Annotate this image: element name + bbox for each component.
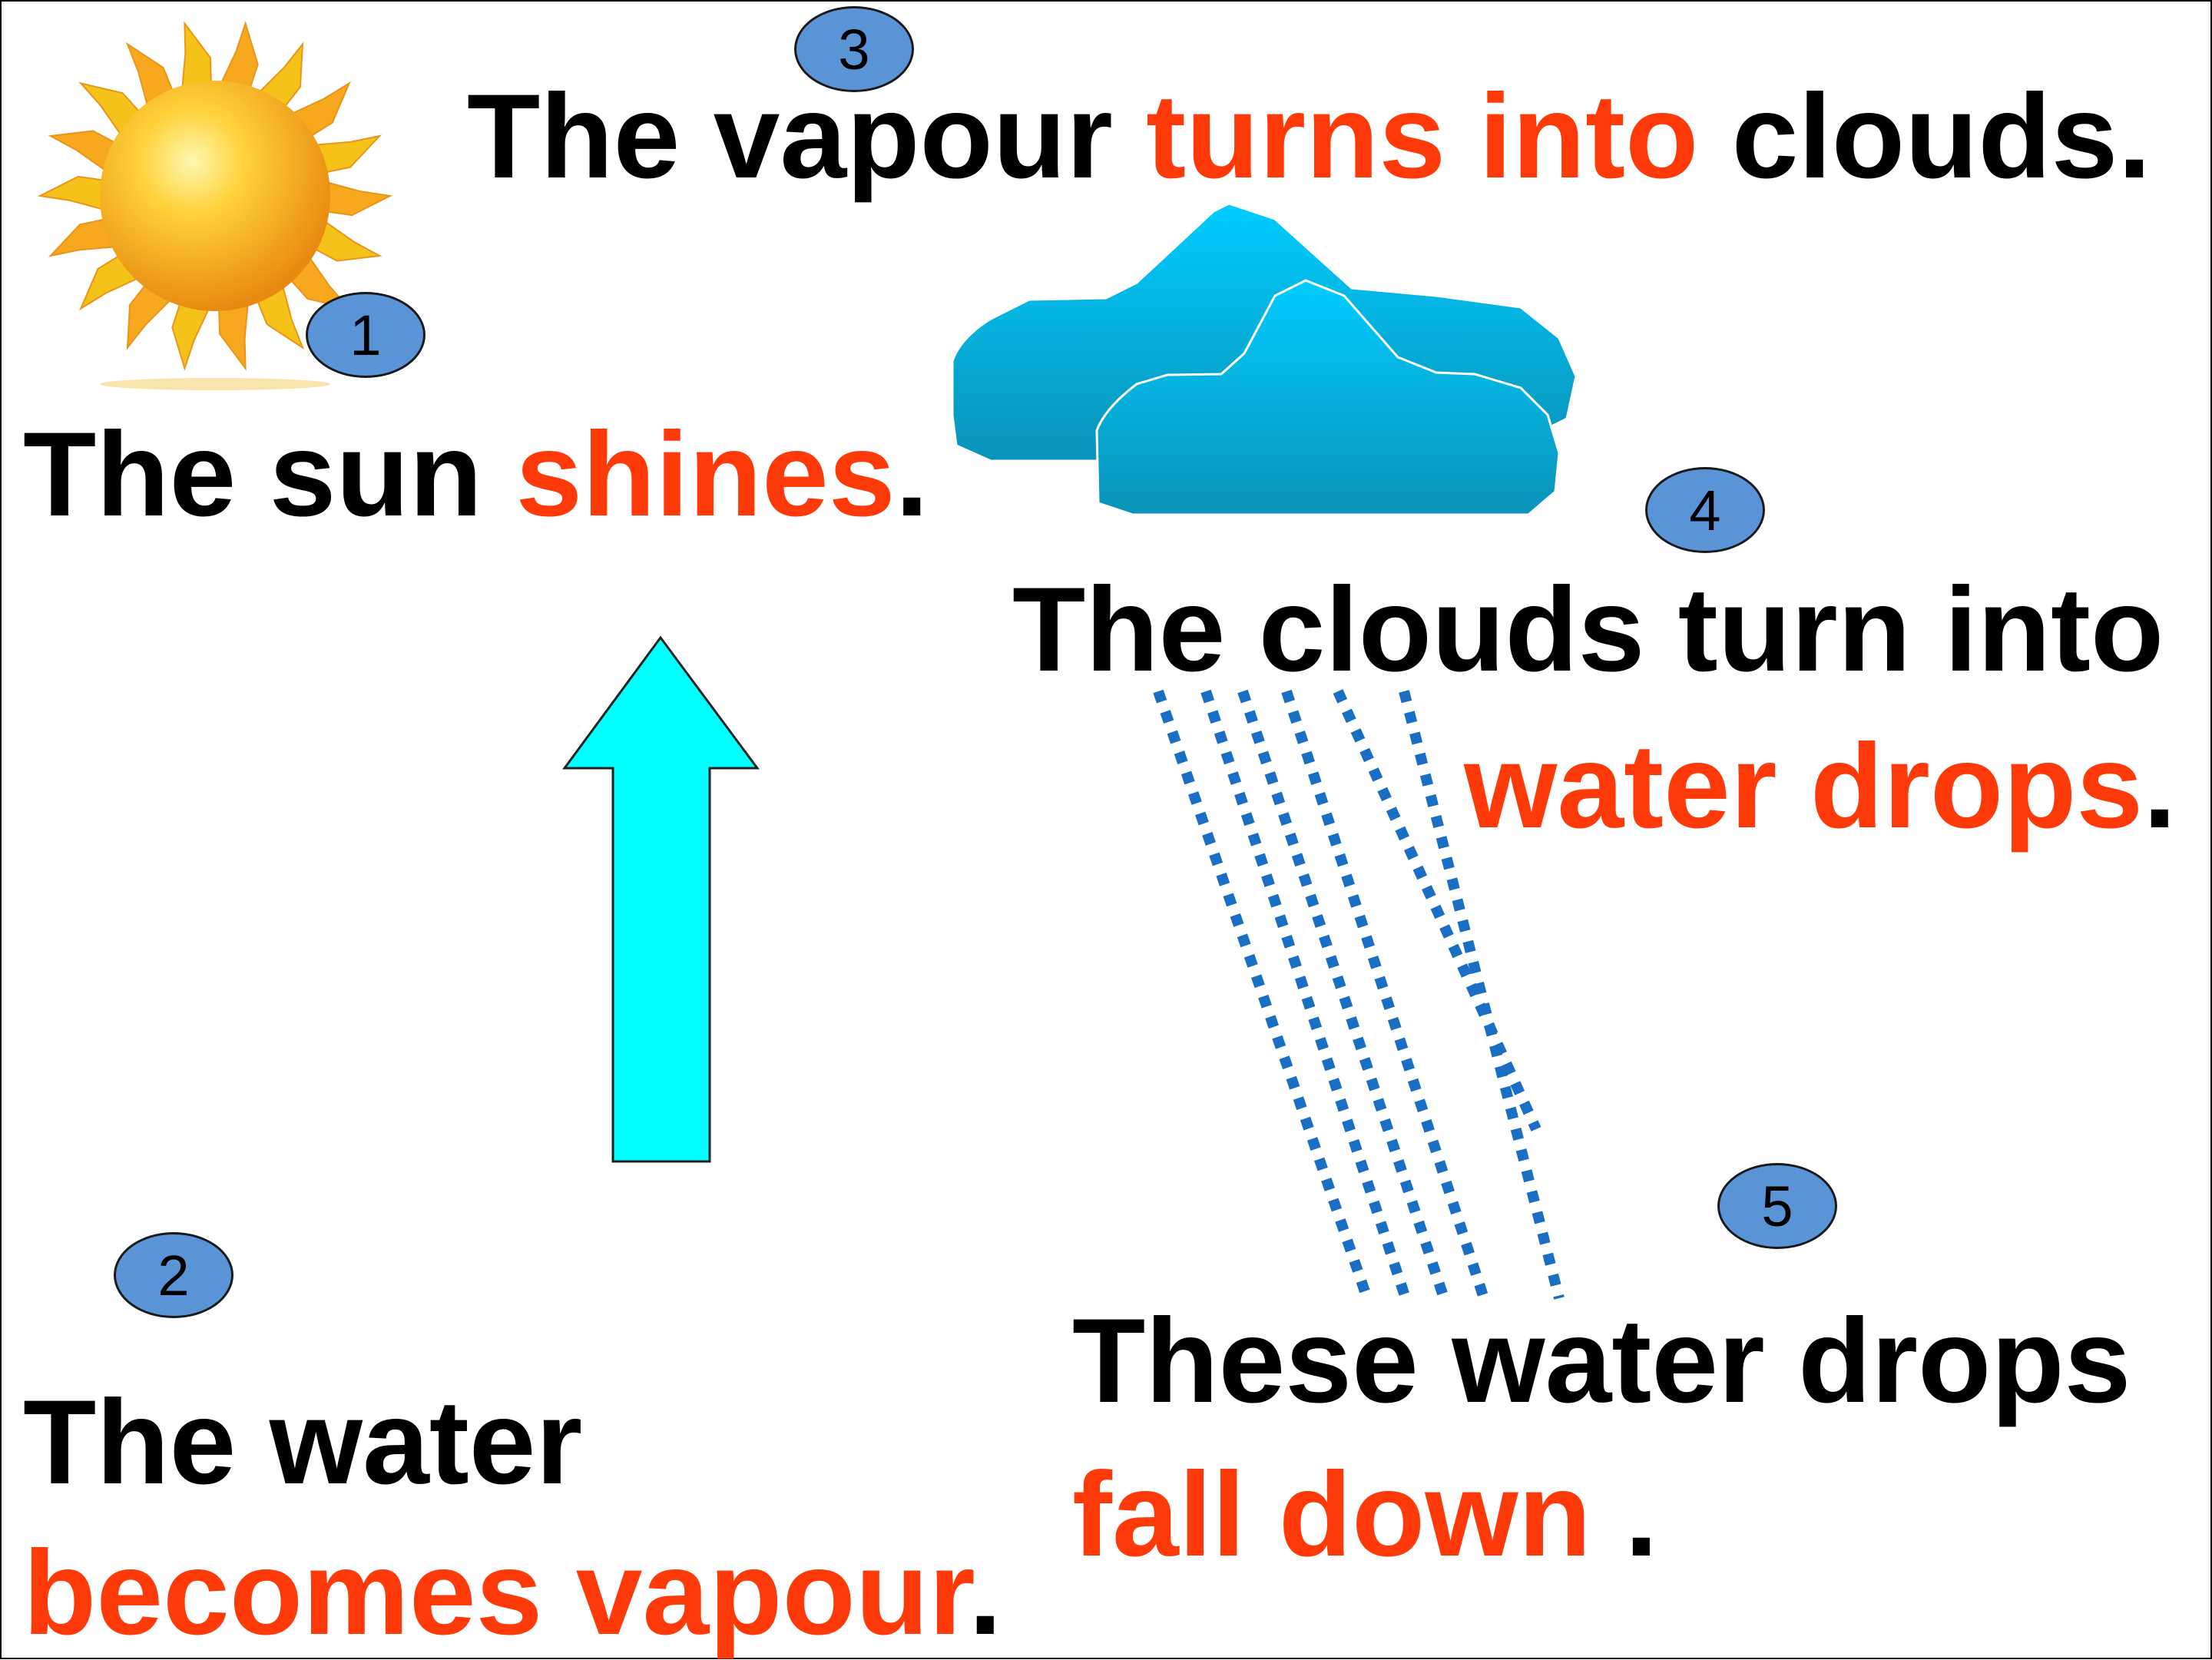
- step-3-text-a: The vapour: [467, 70, 1147, 204]
- step-3-caption: The vapour turns into clouds.: [467, 77, 2151, 197]
- rain-line: [1237, 689, 1449, 1300]
- step-5-caption-line-1: These water drops: [1072, 1301, 2131, 1421]
- step-2-caption-line-2: becomes vapour.: [23, 1533, 1002, 1653]
- step-1-caption: The sun shines.: [23, 415, 929, 535]
- step-badge-4: 4: [1645, 467, 1765, 553]
- step-badge-2: 2: [114, 1232, 233, 1318]
- rain-line: [1281, 689, 1489, 1300]
- step-badge-3: 3: [794, 6, 914, 92]
- step-1-text-b: .: [895, 408, 929, 542]
- step-4-caption-line-2: water drops.: [1464, 727, 2177, 847]
- step-2-text-b: .: [969, 1526, 1002, 1660]
- rain-line: [1153, 689, 1373, 1300]
- rain-line: [1333, 689, 1541, 1132]
- step-4-text-b: .: [2143, 720, 2177, 853]
- step-3-text-b: clouds.: [1698, 70, 2151, 204]
- step-5-highlight: fall down: [1072, 1448, 1591, 1582]
- step-1-highlight: shines: [515, 408, 896, 542]
- step-badge-1: 1: [306, 292, 426, 378]
- step-4-text-a: The clouds turn into: [1012, 563, 2164, 697]
- rain-line: [1200, 689, 1411, 1300]
- step-4-highlight: water drops: [1464, 720, 2144, 853]
- step-5-text-b: .: [1591, 1448, 1658, 1582]
- step-1-text-a: The sun: [23, 408, 516, 542]
- step-5-caption-line-2: fall down .: [1072, 1455, 1658, 1575]
- step-2-highlight: becomes vapour: [23, 1526, 969, 1660]
- rain-line: [1399, 690, 1565, 1300]
- step-2-text-a: The water: [23, 1376, 583, 1509]
- step-2-caption-line-1: The water: [23, 1383, 582, 1503]
- step-badge-5: 5: [1717, 1163, 1837, 1249]
- step-3-highlight: turns into: [1146, 70, 1699, 204]
- sun-icon: [37, 21, 393, 390]
- step-4-caption-line-1: The clouds turn into: [1012, 570, 2164, 690]
- step-5-text-a: These water drops: [1072, 1294, 2131, 1428]
